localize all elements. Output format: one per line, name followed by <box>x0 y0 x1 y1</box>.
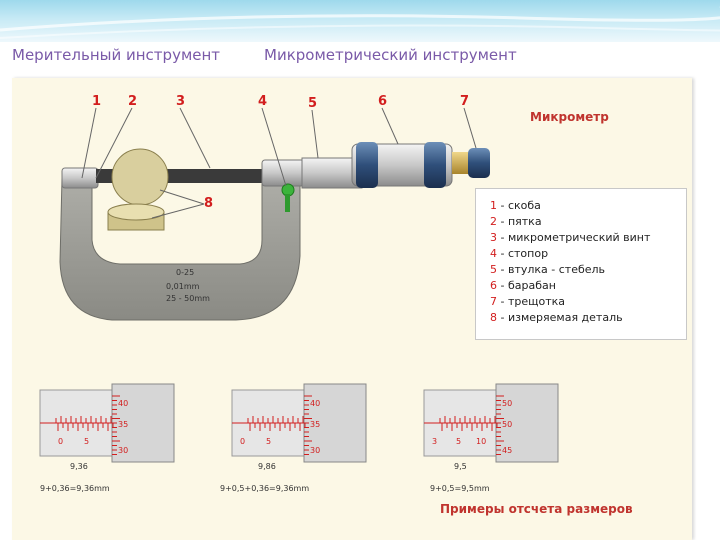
drum-tick-label: 35 <box>310 420 321 429</box>
legend-item: 6 - барабан <box>490 279 556 292</box>
frame-marking-size: 25 - 50mm <box>166 294 210 303</box>
legend-item: 4 - стопор <box>490 247 549 260</box>
sleeve-tick-label: 5 <box>84 437 90 446</box>
drum-tick-label: 30 <box>118 446 129 455</box>
ratchet-shape <box>452 152 470 174</box>
examples-caption: Примеры отсчета размеров <box>440 502 633 516</box>
drum-tick-label: 50 <box>502 399 513 408</box>
callout-8: 8 <box>204 196 214 211</box>
reading-formula: 9+0,36=9,36mm <box>40 484 110 493</box>
reading-example-3 <box>423 383 559 463</box>
drum-tick-label: 35 <box>118 420 129 429</box>
reading-example-2 <box>231 383 367 463</box>
reading-value: 9,36 <box>70 462 88 471</box>
frame-marking-range: 0-25 <box>176 268 195 277</box>
reading-value: 9,86 <box>258 462 276 471</box>
callout-6: 6 <box>378 94 388 109</box>
legend-item: 5 - втулка - стебель <box>490 263 606 276</box>
reading-formula: 9+0,5+0,36=9,36mm <box>220 484 310 493</box>
callout-1: 1 <box>92 94 102 109</box>
drum-tick-label: 50 <box>502 420 513 429</box>
callout-5: 5 <box>308 96 318 111</box>
sleeve-tick-label: 0 <box>240 437 246 446</box>
callout-4: 4 <box>258 94 268 109</box>
banner-swoosh <box>0 6 720 39</box>
legend-item: 3 - микрометрический винт <box>490 231 651 244</box>
sleeve-tick-label: 0 <box>58 437 64 446</box>
legend-item: 8 - измеряемая деталь <box>490 311 623 324</box>
page-title: Микрометрический инструмент <box>264 46 517 64</box>
frame-shape <box>59 167 301 321</box>
sleeve-tick-label: 3 <box>432 437 438 446</box>
leader-lines <box>81 107 477 219</box>
reading-example-1 <box>39 383 175 463</box>
callout-2: 2 <box>128 94 138 109</box>
legend-item: 1 - скоба <box>490 199 541 212</box>
sleeve-tick-label: 5 <box>266 437 272 446</box>
sleeve-tick-label: 10 <box>476 437 487 446</box>
reading-value: 9,5 <box>454 462 467 471</box>
drum-tick-label: 40 <box>118 399 129 408</box>
diagram-title: Микрометр <box>530 110 609 124</box>
callout-7: 7 <box>460 94 470 109</box>
header: Мерительный инструмент Микрометрический … <box>0 42 720 76</box>
legend-item: 2 - пятка <box>490 215 542 228</box>
top-banner <box>0 0 720 42</box>
callout-3: 3 <box>176 94 186 109</box>
drum-tick-label: 40 <box>310 399 321 408</box>
sleeve-tick-label: 5 <box>456 437 462 446</box>
frame-marking-resolution: 0,01mm <box>166 282 200 291</box>
drum-tick-label: 30 <box>310 446 321 455</box>
legend: 1 - скоба 2 - пятка 3 - микрометрический… <box>475 188 687 340</box>
legend-item: 7 - трещотка <box>490 295 566 308</box>
drum-tick-label: 45 <box>502 446 513 455</box>
category-title: Мерительный инструмент <box>12 46 221 64</box>
reading-formula: 9+0,5=9,5mm <box>430 484 490 493</box>
